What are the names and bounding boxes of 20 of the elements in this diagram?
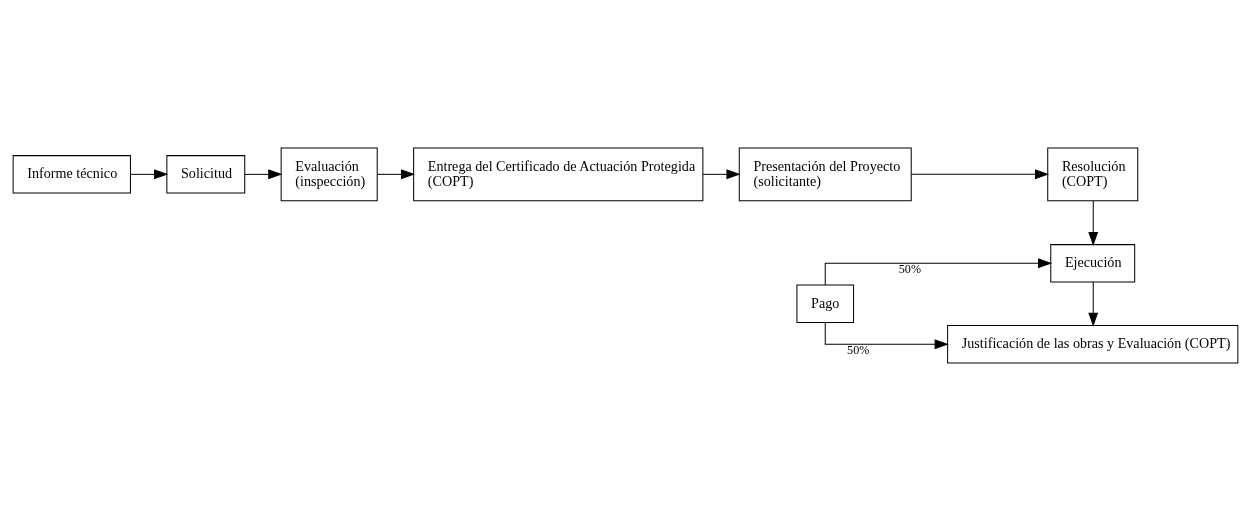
arrow <box>824 258 1053 286</box>
arrow <box>1088 200 1099 247</box>
node-box: Solicitud <box>166 155 246 194</box>
arrow <box>376 169 416 180</box>
node-box: Evaluación (inspección) <box>280 147 378 202</box>
arrow <box>910 169 1050 180</box>
node-box: Informe técnico <box>12 155 131 194</box>
arrow <box>824 322 949 350</box>
arrow <box>702 169 741 180</box>
arrow <box>130 169 169 180</box>
node-box: Presentación del Proyecto (solicitante) <box>738 147 912 202</box>
node-box: Resolución (COPT) <box>1047 147 1139 202</box>
node-box: Ejecución <box>1050 244 1136 283</box>
edge-label: 50% <box>847 342 870 357</box>
node-box: Pago <box>796 284 855 323</box>
arrow <box>1088 281 1099 327</box>
node-box: Justificación de las obras y Evaluación (COPT) <box>947 325 1239 364</box>
arrow <box>244 169 283 180</box>
node-box: Entrega del Certificado de Actuación Protegida (COPT) <box>413 147 704 202</box>
edge-label: 50% <box>898 262 922 277</box>
